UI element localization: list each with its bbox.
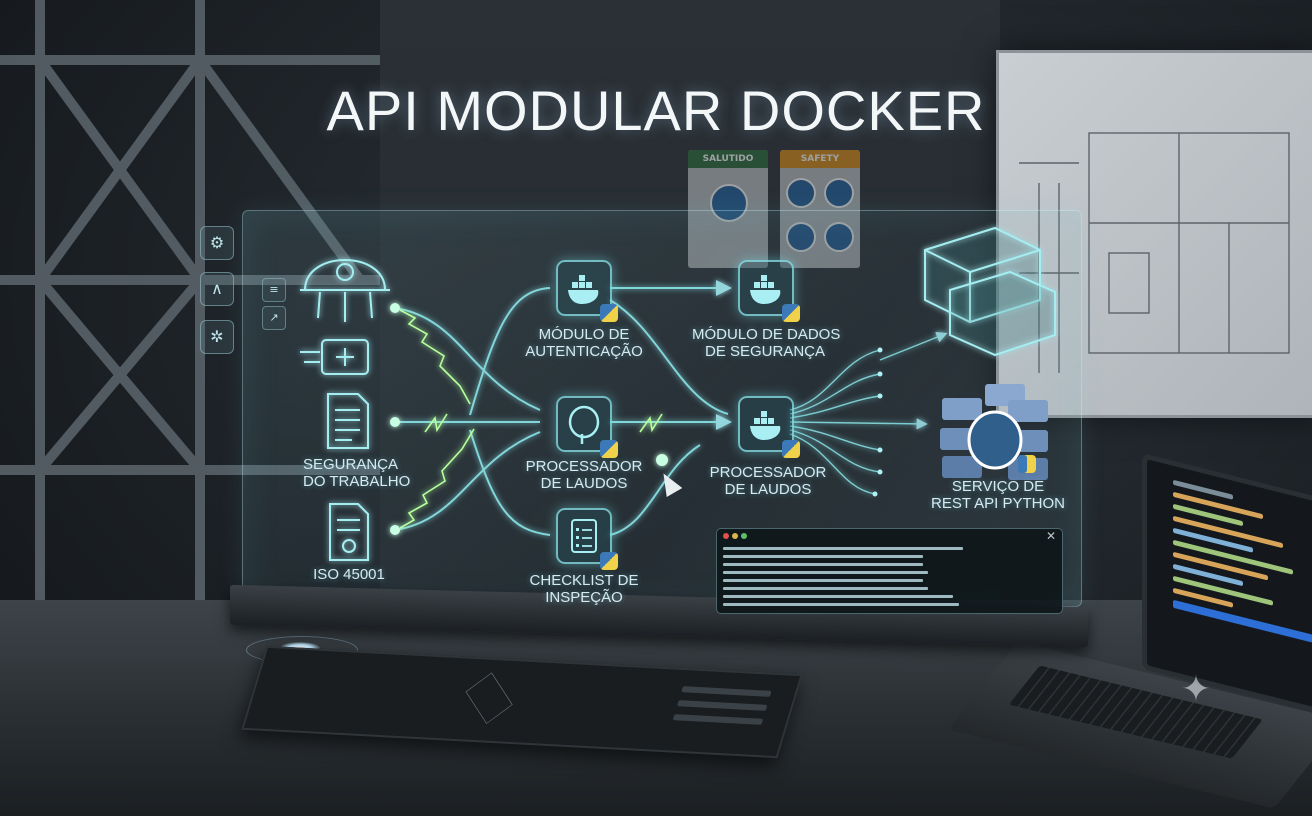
- python-icon: [600, 552, 618, 570]
- clipboard-glyph: [571, 519, 597, 553]
- output-line: [879, 331, 948, 361]
- lightning-bolt: [399, 309, 471, 405]
- seguranca-label: SEGURANÇA DO TRABALHO: [303, 456, 411, 490]
- sign-symbol-icon: [824, 178, 854, 208]
- terminal-title-bar: ✕: [717, 529, 1062, 543]
- module-auth-label: MÓDULO DE AUTENTICAÇÃO: [525, 326, 643, 360]
- chart-icon[interactable]: ↗: [262, 306, 286, 330]
- safety-sign-right: SAFETY: [780, 150, 860, 268]
- iso-label: ISO 45001: [313, 566, 385, 583]
- python-icon: [782, 304, 800, 322]
- close-dot-icon[interactable]: [723, 533, 729, 539]
- sign-symbol-icon: [710, 184, 748, 222]
- clipboard-checklist-icon: [556, 508, 618, 570]
- gears-icon[interactable]: ⚙: [200, 226, 234, 260]
- sign-symbol-icon: [786, 178, 816, 208]
- terminal-window: ✕: [716, 528, 1063, 614]
- python-icon: [600, 440, 618, 458]
- processador-center-label: PROCESSADOR DE LAUDOS: [525, 458, 643, 492]
- postgres-elephant-glyph: [568, 405, 600, 444]
- blueprint-poster: [996, 50, 1312, 418]
- sign-header: SALUTIDO: [688, 150, 768, 168]
- output-line: [789, 373, 881, 415]
- python-icon: [600, 304, 618, 322]
- safety-sign-left: SALUTIDO: [688, 150, 768, 268]
- docker-whale-icon: [556, 260, 618, 322]
- docker-whale-glyph: [750, 275, 781, 304]
- module-dados-label: MÓDULO DE DADOS DE SEGURANÇA: [692, 326, 841, 360]
- background-wall: [380, 0, 1000, 600]
- safety-helmet-icon: [300, 259, 390, 322]
- output-line: [789, 418, 928, 430]
- python-icon: [782, 440, 800, 458]
- output-dot: [877, 469, 883, 475]
- checklist-label: CHECKLIST DE INSPEÇÃO: [529, 572, 639, 606]
- source-dot: [390, 303, 400, 313]
- maximize-dot-icon[interactable]: [741, 533, 747, 539]
- output-line: [789, 395, 881, 419]
- source-dot: [390, 417, 400, 427]
- output-line: [789, 349, 881, 411]
- output-line: [789, 433, 876, 495]
- docker-whale-icon: [738, 396, 800, 458]
- processador-right-label: PROCESSADOR DE LAUDOS: [709, 464, 827, 498]
- docker-whale-glyph: [750, 411, 781, 440]
- output-dot: [877, 447, 883, 453]
- first-aid-kit-icon: [300, 339, 369, 375]
- docker-whale-icon: [738, 260, 800, 322]
- sparkle-icon: ✦: [1180, 669, 1212, 710]
- flow-line: [469, 287, 551, 416]
- sign-symbol-icon: [824, 222, 854, 252]
- flow-line: [394, 431, 541, 531]
- rest-service-label: SERVIÇO DE REST API PYTHON: [931, 478, 1065, 512]
- sign-symbol-icon: [786, 222, 816, 252]
- compass-icon[interactable]: ∧: [200, 272, 234, 306]
- glow-dot: [656, 454, 668, 466]
- postgres-elephant-icon: [556, 396, 618, 458]
- output-dot: [872, 491, 878, 497]
- floor-plan-drawing: [1019, 132, 1290, 373]
- output-dot: [877, 393, 883, 399]
- lightning-bolt: [399, 428, 475, 529]
- database-icon: [940, 384, 1048, 480]
- lightning-bolt: [424, 413, 448, 433]
- output-line: [789, 425, 881, 451]
- docker-whale-glyph: [568, 275, 599, 304]
- page-title: API MODULAR DOCKER: [326, 79, 986, 142]
- certificate-document-icon: [329, 503, 369, 561]
- output-dot: [877, 347, 883, 353]
- output-dot: [877, 371, 883, 377]
- flow-line: [609, 299, 729, 415]
- code-icon[interactable]: ≡: [262, 278, 286, 302]
- sign-header: SAFETY: [780, 150, 860, 168]
- lightning-bolt: [639, 413, 663, 433]
- flow-line: [469, 429, 551, 536]
- flow-line: [394, 307, 541, 411]
- terminal-log-lines: [723, 547, 963, 606]
- document-icon: [327, 393, 369, 449]
- server-rack-icon: [924, 226, 1056, 357]
- scaffolding-structure: [0, 0, 380, 640]
- close-icon[interactable]: ✕: [1045, 529, 1056, 543]
- output-line: [789, 429, 881, 473]
- source-dot: [390, 525, 400, 535]
- settings-icon[interactable]: ✲: [200, 320, 234, 354]
- minimize-dot-icon[interactable]: [732, 533, 738, 539]
- flow-line: [609, 444, 701, 536]
